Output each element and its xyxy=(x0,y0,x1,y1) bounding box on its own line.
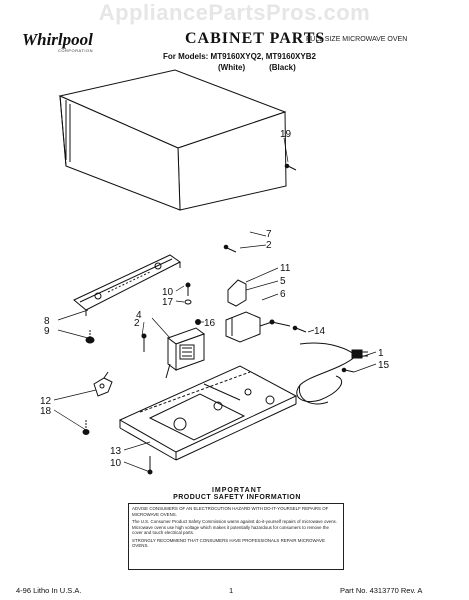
footer-part-number: Part No. 4313770 Rev. A xyxy=(340,586,423,595)
model-list: For Models: MT9160XYQ2, MT9160XYB2 xyxy=(163,52,316,61)
page-subtitle: FULL SIZE MICROWAVE OVEN xyxy=(306,36,408,43)
model-variants: (White) (Black) xyxy=(218,63,320,72)
safety-notice-box: ADVISE CONSUMERS OF AN ELECTROCUTION HAZ… xyxy=(128,503,344,570)
callout-13: 13 xyxy=(110,446,122,457)
callout-numbers: 19 7 2 11 5 6 10 17 4 16 8 9 2 14 1 15 1… xyxy=(40,129,390,469)
callout-15: 15 xyxy=(378,360,390,371)
transformer xyxy=(165,327,206,379)
callout-12: 12 xyxy=(40,396,52,407)
callout-10-upper: 10 xyxy=(162,287,174,298)
variant-white: (White) xyxy=(218,63,246,72)
footer-page-number: 1 xyxy=(229,586,234,595)
leader-lines xyxy=(53,137,377,473)
thermal-switch xyxy=(93,371,113,397)
page-title: CABINET PARTS xyxy=(185,30,326,47)
cabinet-wrapper xyxy=(58,69,287,211)
base-plate xyxy=(118,365,298,461)
logo-corporation: CORPORATION xyxy=(58,48,93,53)
callout-8: 8 xyxy=(44,316,50,327)
callout-17: 17 xyxy=(162,297,174,308)
callout-4: 4 xyxy=(136,310,142,321)
callout-11: 11 xyxy=(280,263,291,274)
callout-6: 6 xyxy=(280,289,286,300)
cord-clamp-15 xyxy=(341,367,355,373)
callout-9: 9 xyxy=(44,326,50,337)
callout-10-lower: 10 xyxy=(110,458,122,469)
callout-1: 1 xyxy=(378,348,384,359)
notice-paragraph-3: STRONGLY RECOMMEND THAT CONSUMERS HAVE P… xyxy=(132,537,325,549)
callout-5: 5 xyxy=(280,276,286,287)
foot-8-9 xyxy=(85,330,95,344)
notice-heading-important: IMPORTANT xyxy=(211,487,263,494)
callout-14: 14 xyxy=(314,326,326,337)
callout-18: 18 xyxy=(40,406,52,417)
screw-19 xyxy=(284,163,297,171)
screw-18 xyxy=(82,420,90,435)
filter-assembly xyxy=(225,279,291,343)
screw-10-washer-17 xyxy=(184,282,192,305)
callout-2-mid: 2 xyxy=(134,318,140,329)
whirlpool-logo: Whirlpool xyxy=(22,30,93,49)
screw-2-mid xyxy=(141,333,147,352)
screw-2-upper xyxy=(223,244,237,253)
model-list-text: For Models: MT9160XYQ2, MT9160XYB2 xyxy=(163,52,316,61)
notice-paragraph-2: The U.S. Consumer Product Safety Commiss… xyxy=(132,519,337,535)
rail-bracket xyxy=(73,254,181,316)
callout-7: 7 xyxy=(266,229,272,240)
safety-notice-heading: IMPORTANT PRODUCT SAFETY INFORMATION xyxy=(128,487,346,501)
callout-16: 16 xyxy=(204,318,216,329)
screw-14 xyxy=(292,325,307,333)
power-cord xyxy=(296,342,368,405)
callout-19: 19 xyxy=(280,129,292,140)
notice-heading-safety: PRODUCT SAFETY INFORMATION xyxy=(173,494,301,501)
footer-litho: 4-96 Litho In U.S.A. xyxy=(16,586,82,595)
notice-paragraph-1: ADVISE CONSUMERS OF AN ELECTROCUTION HAZ… xyxy=(132,506,329,517)
callout-2-upper: 2 xyxy=(266,240,272,251)
variant-black: (Black) xyxy=(269,63,296,72)
